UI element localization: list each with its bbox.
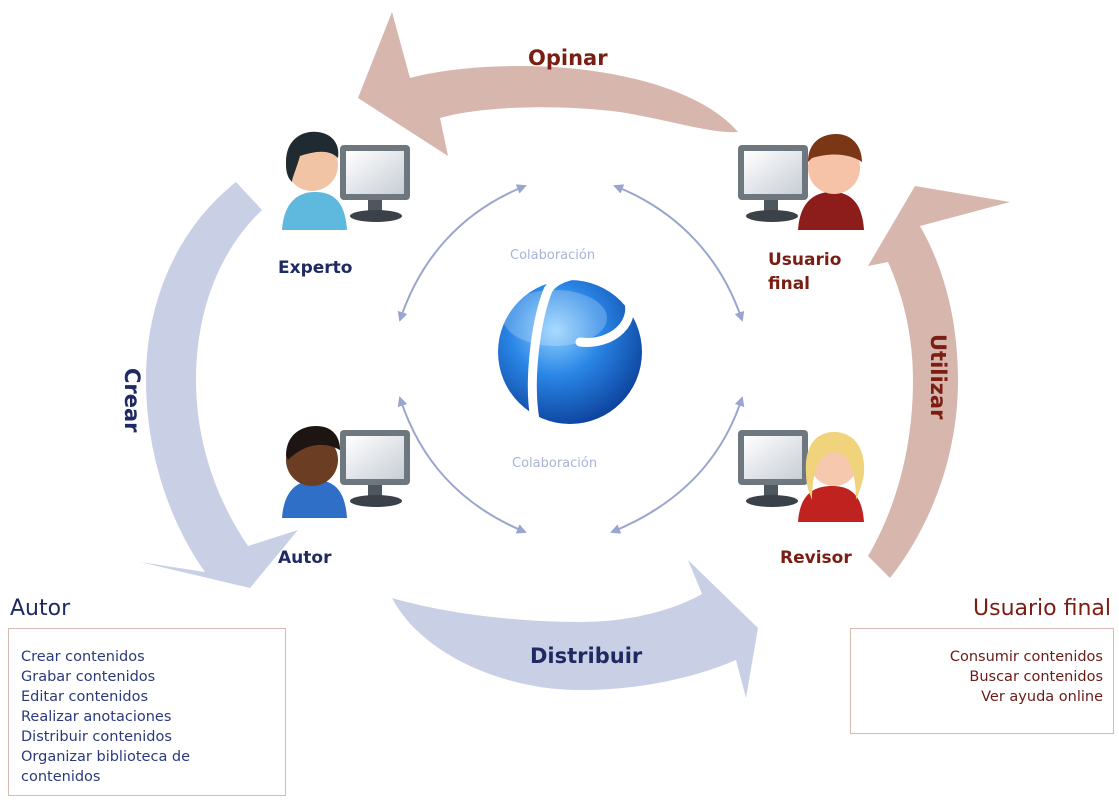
- autor-person-icon: [282, 426, 410, 518]
- autor-task-list: Crear contenidos Grabar contenidos Edita…: [9, 629, 285, 787]
- crear-label: Crear: [120, 368, 144, 433]
- autor-task-item: Distribuir contenidos: [21, 729, 172, 745]
- usuario-final-task-item: Consumir contenidos: [949, 649, 1103, 665]
- autor-task-item: Realizar anotaciones: [21, 709, 172, 725]
- usuario-final-label-line2: final: [768, 274, 811, 294]
- usuario-final-label: Usuario final: [768, 248, 841, 296]
- collab-label-top: Colaboración: [510, 248, 596, 263]
- autor-panel: Crear contenidos Grabar contenidos Edita…: [8, 628, 286, 796]
- collab-label-bottom: Colaboración: [512, 456, 598, 471]
- utilizar-label: Utilizar: [926, 334, 950, 420]
- revisor-person-icon: [738, 430, 865, 522]
- globe-logo-icon: [498, 269, 642, 425]
- collab-arrow-top-left: [397, 184, 527, 322]
- usuario-final-task-list: Consumir contenidos Buscar contenidos Ve…: [851, 629, 1113, 707]
- distribuir-flow-arrow: [392, 560, 758, 698]
- usuario-final-label-line1: Usuario: [768, 250, 842, 270]
- autor-task-item: Editar contenidos: [21, 689, 149, 705]
- revisor-label: Revisor: [780, 548, 852, 568]
- autor-label: Autor: [278, 548, 332, 568]
- autor-task-item: Crear contenidos: [21, 649, 145, 665]
- autor-task-item: Grabar contenidos: [21, 669, 156, 685]
- usuario-final-panel: Consumir contenidos Buscar contenidos Ve…: [850, 628, 1114, 734]
- usuario-final-task-item: Buscar contenidos: [969, 669, 1103, 685]
- distribuir-label: Distribuir: [530, 644, 643, 668]
- collab-arrow-bottom-right: [610, 396, 745, 534]
- collab-arrow-bottom-left: [397, 396, 527, 534]
- crear-flow-arrow: [140, 182, 298, 588]
- usuario-final-panel-title: Usuario final: [973, 596, 1111, 621]
- opinar-label: Opinar: [528, 46, 608, 70]
- experto-label: Experto: [278, 258, 353, 278]
- usuario-final-task-item: Ver ayuda online: [981, 689, 1103, 705]
- experto-person-icon: [282, 131, 410, 230]
- collab-arrow-top-right: [613, 184, 745, 322]
- opinar-flow-arrow: [358, 12, 738, 156]
- autor-panel-title: Autor: [10, 596, 71, 621]
- autor-task-item: Organizar biblioteca de contenidos: [21, 749, 191, 785]
- utilizar-flow-arrow: [868, 186, 1010, 578]
- usuario-final-person-icon: [738, 134, 864, 230]
